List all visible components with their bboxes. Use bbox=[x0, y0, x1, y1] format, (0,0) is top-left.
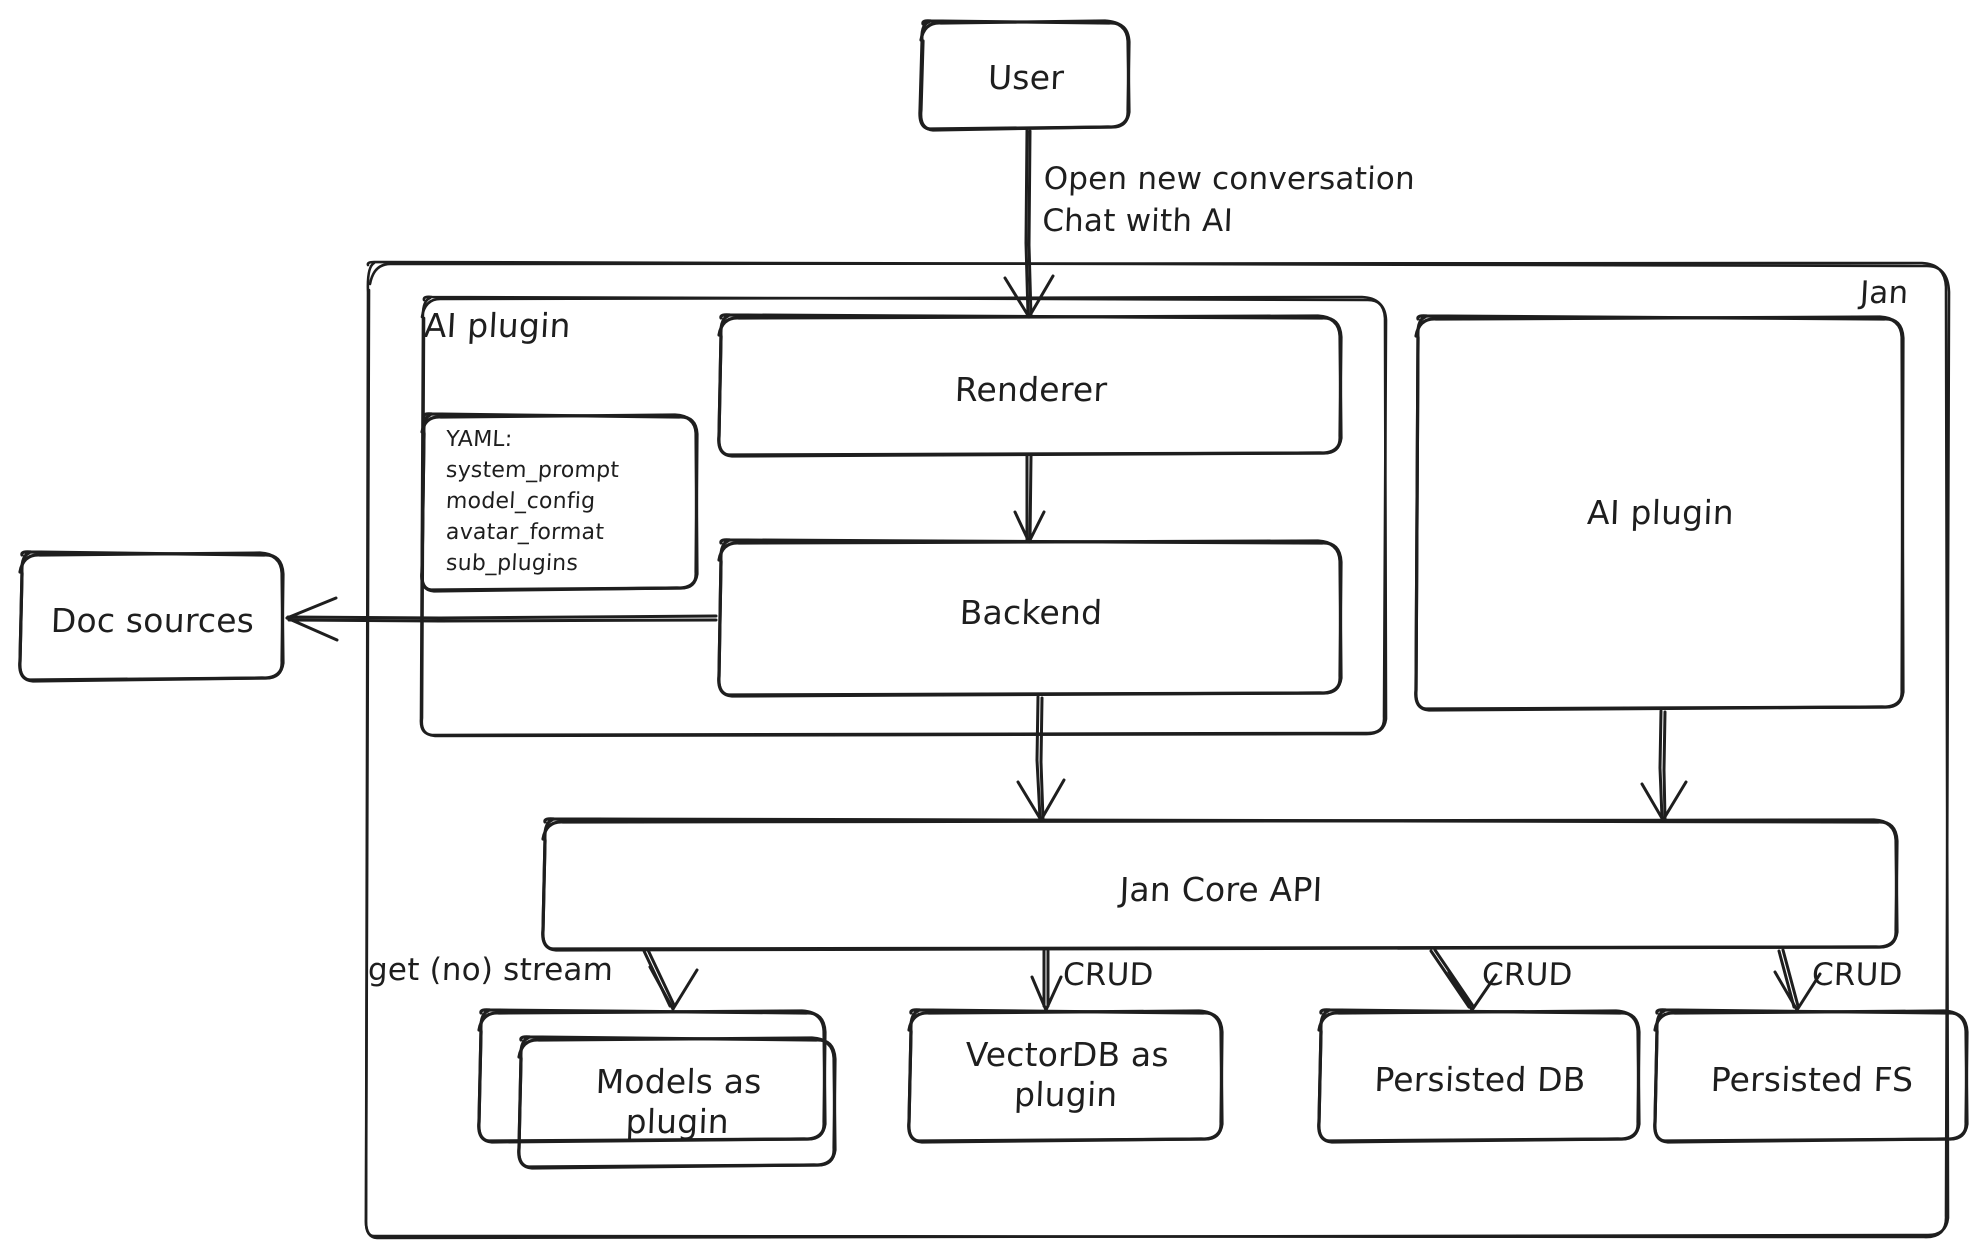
jan-container-label: Jan bbox=[1859, 275, 1910, 311]
yaml-note-heading: YAML: bbox=[445, 427, 514, 452]
edge-core-to-models bbox=[642, 948, 699, 1011]
edge-ai-plugin-to-core bbox=[1640, 709, 1688, 822]
ai-plugin-group-shape bbox=[419, 295, 1388, 738]
models-plugin-front-box-shape bbox=[517, 1035, 837, 1170]
edge-label-crud-vectordb: CRUD bbox=[1062, 957, 1155, 993]
persisted-fs-node-label: Persisted FS bbox=[1710, 1060, 1914, 1099]
edge-label-open-conversation: Open new conversation Chat with AI bbox=[1041, 161, 1416, 239]
renderer-node-label: Renderer bbox=[954, 370, 1108, 409]
edge-label-crud-persisted-fs: CRUD bbox=[1811, 957, 1904, 993]
backend-node-label: Backend bbox=[959, 593, 1103, 632]
edge-user-to-renderer bbox=[1003, 128, 1055, 319]
renderer-box-shape bbox=[717, 313, 1343, 458]
vectordb-plugin-box-shape bbox=[907, 1008, 1224, 1144]
persisted-db-node-label: Persisted DB bbox=[1373, 1060, 1587, 1099]
yaml-note-key-system-prompt: system_prompt bbox=[445, 458, 620, 483]
yaml-note-key-sub-plugins: sub_plugins bbox=[445, 551, 579, 576]
user-node-label: User bbox=[987, 58, 1065, 97]
edge-core-to-persisted-fs bbox=[1773, 948, 1822, 1012]
backend-box-shape bbox=[717, 538, 1343, 698]
edge-core-to-vectordb bbox=[1030, 949, 1063, 1012]
persisted-fs-box-shape bbox=[1653, 1008, 1969, 1144]
doc-sources-node-label: Doc sources bbox=[50, 601, 255, 640]
ai-plugin-right-box-shape bbox=[1414, 314, 1905, 712]
yaml-note-box-shape bbox=[420, 412, 699, 593]
ai-plugin-right-node-label: AI plugin bbox=[1586, 493, 1735, 532]
persisted-db-box-shape bbox=[1317, 1008, 1641, 1144]
user-box-shape bbox=[918, 19, 1131, 132]
edge-renderer-to-backend bbox=[1013, 454, 1046, 544]
jan-core-api-node-label: Jan Core API bbox=[1118, 870, 1324, 909]
yaml-note-key-avatar-format: avatar_format bbox=[445, 520, 605, 545]
edge-core-to-persisted-db bbox=[1429, 948, 1498, 1012]
edge-backend-to-core bbox=[1016, 695, 1066, 822]
edge-label-get-no-stream: get (no) stream bbox=[367, 952, 614, 988]
models-plugin-node-label: Models as plugin bbox=[595, 1062, 763, 1142]
yaml-note-key-model-config: model_config bbox=[445, 489, 596, 514]
edge-label-crud-persisted-db: CRUD bbox=[1481, 957, 1574, 993]
ai-plugin-group-label: AI plugin bbox=[422, 306, 572, 345]
jan-container-shape bbox=[364, 260, 1951, 1240]
doc-sources-box-shape bbox=[18, 550, 285, 683]
jan-core-api-box-shape bbox=[541, 817, 1899, 952]
vectordb-plugin-node-label: VectorDB as plugin bbox=[964, 1035, 1170, 1115]
edge-backend-to-doc-sources bbox=[285, 596, 718, 642]
models-plugin-back-box-shape bbox=[477, 1008, 827, 1144]
